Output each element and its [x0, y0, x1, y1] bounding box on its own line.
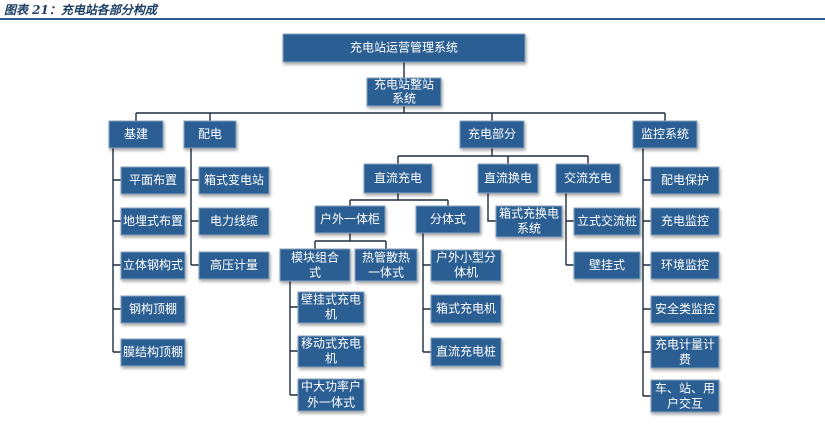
node-label: 基建: [124, 127, 148, 141]
node-label: 箱式充换电: [499, 206, 559, 221]
node-label: 模块组合: [291, 250, 339, 265]
node-charging-monitoring: 充电监控: [650, 207, 720, 236]
node-label: 式: [309, 266, 321, 280]
node-infrastructure: 基建: [108, 120, 164, 149]
node-label: 户外一体柜: [320, 211, 380, 226]
node-steel-canopy: 钢构顶棚: [120, 295, 186, 324]
figure-caption: 图表 21：充电站各部分构成: [4, 3, 157, 17]
node-label: 系统: [392, 92, 416, 106]
node-label: 充电监控: [661, 213, 709, 228]
node-power-distribution: 配电: [183, 120, 237, 149]
node-label: 监控系统: [641, 127, 689, 141]
node-power-cable: 电力线缆: [198, 207, 270, 236]
node-wall-mounted: 壁挂式: [573, 251, 641, 280]
node-label: 箱式变电站: [204, 172, 264, 187]
node-label: 直流充电: [374, 170, 422, 185]
node-label: 移动式充电: [301, 336, 361, 351]
connector: [349, 193, 449, 206]
node-label: 外一体式: [307, 396, 355, 410]
node-box-charger: 箱式充电机: [430, 294, 502, 324]
node-label: 直流充电桩: [436, 344, 496, 359]
node-label: 一体式: [368, 266, 404, 280]
connector: [487, 193, 496, 222]
node-label: 充电站整站: [374, 77, 434, 92]
node-label: 交流充电: [564, 170, 612, 185]
node-label: 机: [325, 308, 337, 322]
node-layout-plane: 平面布置: [120, 166, 186, 195]
node-box-substation: 箱式变电站: [198, 166, 270, 195]
node-label: 安全类监控: [655, 301, 715, 316]
node-label: 充电计量计: [655, 337, 715, 352]
connector: [112, 148, 121, 353]
node-label: 充电站运营管理系统: [350, 40, 458, 55]
caption-rule: [0, 18, 825, 20]
connector: [314, 233, 387, 249]
node-label: 壁挂式充电: [301, 292, 361, 307]
node-label: 立体钢构式: [123, 257, 183, 272]
node-label: 系统: [517, 222, 541, 236]
connector: [289, 281, 298, 396]
node-label: 壁挂式: [589, 257, 625, 272]
node-label: 中大功率户: [301, 379, 361, 394]
node-label: 高压计量: [210, 257, 258, 272]
connector: [642, 148, 651, 397]
node-label: 箱式充电机: [436, 301, 496, 316]
node-dc-charging: 直流充电: [363, 163, 433, 194]
node-monitoring-system: 监控系统: [632, 120, 698, 149]
node-label: 膜结构顶棚: [123, 344, 183, 359]
connector: [397, 148, 589, 164]
connector: [565, 193, 574, 266]
node-label: 体机: [454, 266, 478, 280]
node-buried-layout: 地埋式布置: [120, 207, 186, 236]
connector: [422, 233, 431, 353]
node-label: 户外小型分: [436, 250, 496, 265]
node-label: 户交互: [667, 396, 703, 411]
node-charging-part: 充电部分: [459, 120, 525, 149]
node-dc-charging-pile: 直流充电桩: [430, 337, 502, 367]
node-label: 电力线缆: [210, 214, 258, 228]
node-outdoor-cabinet: 户外一体柜: [314, 205, 386, 234]
node-label: 配电: [198, 127, 222, 141]
node-dc-swap: 直流换电: [477, 163, 539, 194]
node-steel-frame: 立体钢构式: [120, 251, 186, 280]
node-label: 充电部分: [468, 126, 516, 141]
node-label: 配电保护: [661, 173, 709, 187]
node-label: 费: [679, 353, 691, 367]
node-label: 平面布置: [129, 173, 177, 187]
node-safety-monitoring: 安全类监控: [650, 295, 720, 324]
node-label: 直流换电: [484, 171, 532, 185]
node-label: 分体式: [430, 212, 466, 226]
node-label: 钢构顶棚: [129, 301, 177, 316]
node-ac-charging: 交流充电: [555, 163, 621, 194]
node-label: 车、站、用: [655, 381, 715, 396]
node-split-type: 分体式: [415, 205, 481, 234]
node-hv-metering: 高压计量: [198, 251, 270, 280]
node-label: 地埋式布置: [123, 214, 183, 228]
node-label: 机: [325, 352, 337, 366]
node-membrane-canopy: 膜结构顶棚: [120, 338, 186, 367]
connector: [190, 148, 199, 266]
node-label: 环境监控: [661, 257, 709, 272]
node-label: 热管散热: [362, 250, 410, 265]
connector-lines: [112, 62, 666, 397]
connector: [135, 106, 666, 121]
node-label: 立式交流桩: [577, 213, 637, 228]
node-root: 充电站运营管理系统: [282, 33, 526, 63]
node-distribution-protection: 配电保护: [650, 166, 720, 195]
node-environment-monitoring: 环境监控: [650, 251, 720, 280]
node-vertical-ac-pile: 立式交流桩: [573, 207, 641, 236]
